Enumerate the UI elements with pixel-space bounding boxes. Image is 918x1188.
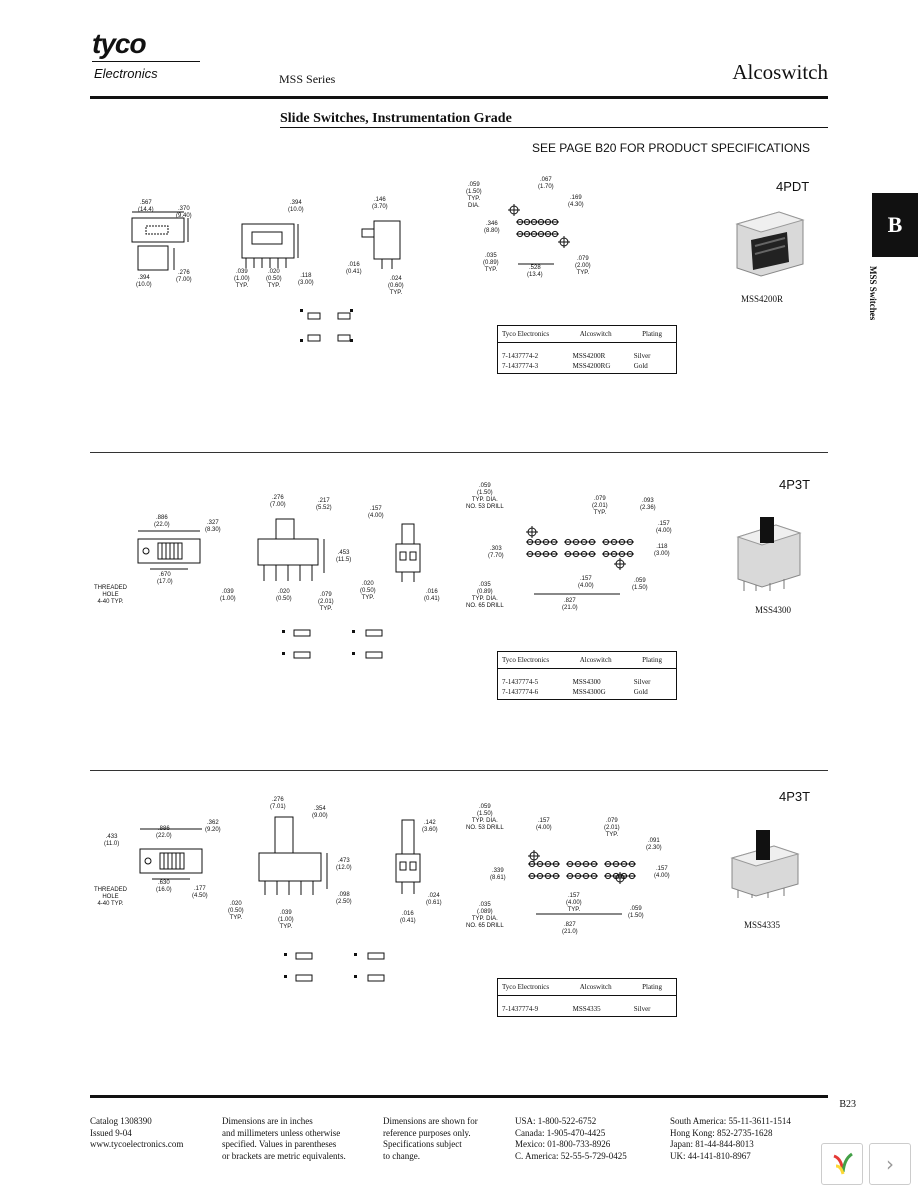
product-label: MSS4300	[755, 605, 792, 615]
product-label: MSS4335	[744, 920, 781, 930]
section-title: Slide Switches, Instrumentation Grade	[280, 111, 512, 126]
end-view-drawing	[395, 523, 421, 582]
product-photo-mss4335	[730, 830, 800, 898]
logo-divider	[92, 61, 200, 62]
switch-type-label: 4PDT	[776, 179, 810, 194]
pcb-layout-drawing	[528, 850, 636, 915]
electronics-logo-text: Electronics	[94, 66, 158, 81]
section-tab[interactable]: B	[872, 193, 918, 257]
tyco-logo: tyco	[92, 28, 147, 59]
page-number: B23	[839, 1099, 856, 1110]
footer-rule	[90, 1095, 828, 1098]
viewer-logo-button[interactable]	[821, 1143, 863, 1185]
chevron-right-icon: ›	[886, 1152, 894, 1176]
schematic-drawing	[300, 309, 353, 342]
product-label: MSS4200R	[741, 294, 784, 304]
series-name: MSS Series	[279, 72, 336, 86]
side-view-drawing	[257, 518, 325, 581]
switch-type-label: 4P3T	[779, 789, 811, 804]
section-tab-label: MSS Switches	[868, 266, 878, 321]
section-divider	[90, 770, 828, 771]
front-view-drawing	[131, 211, 189, 271]
product-photo-mss4300	[736, 517, 802, 591]
end-view-drawing	[395, 819, 421, 894]
next-page-button[interactable]: ›	[869, 1143, 911, 1185]
side-view-drawing	[241, 223, 299, 268]
front-view-drawing	[139, 828, 203, 880]
section-divider	[90, 452, 828, 453]
header-rule	[90, 96, 828, 99]
schematic-drawing	[284, 952, 385, 982]
switch-type-label: 4P3T	[779, 477, 811, 492]
end-view-drawing	[361, 220, 401, 269]
schematic-drawing	[282, 629, 383, 659]
pcb-layout-drawing	[526, 526, 634, 595]
leaf-logo-icon	[833, 1152, 853, 1175]
specs-note: SEE PAGE B20 FOR PRODUCT SPECIFICATIONS	[531, 141, 810, 155]
brand-name: Alcoswitch	[732, 60, 828, 84]
product-photo-mss4200r	[735, 211, 805, 277]
front-view-drawing	[137, 530, 201, 570]
side-view-drawing	[258, 816, 328, 895]
pcb-layout-drawing	[508, 204, 570, 265]
website-link[interactable]: www.tycoelectronics.com	[90, 1139, 184, 1149]
title-rule	[280, 127, 828, 128]
